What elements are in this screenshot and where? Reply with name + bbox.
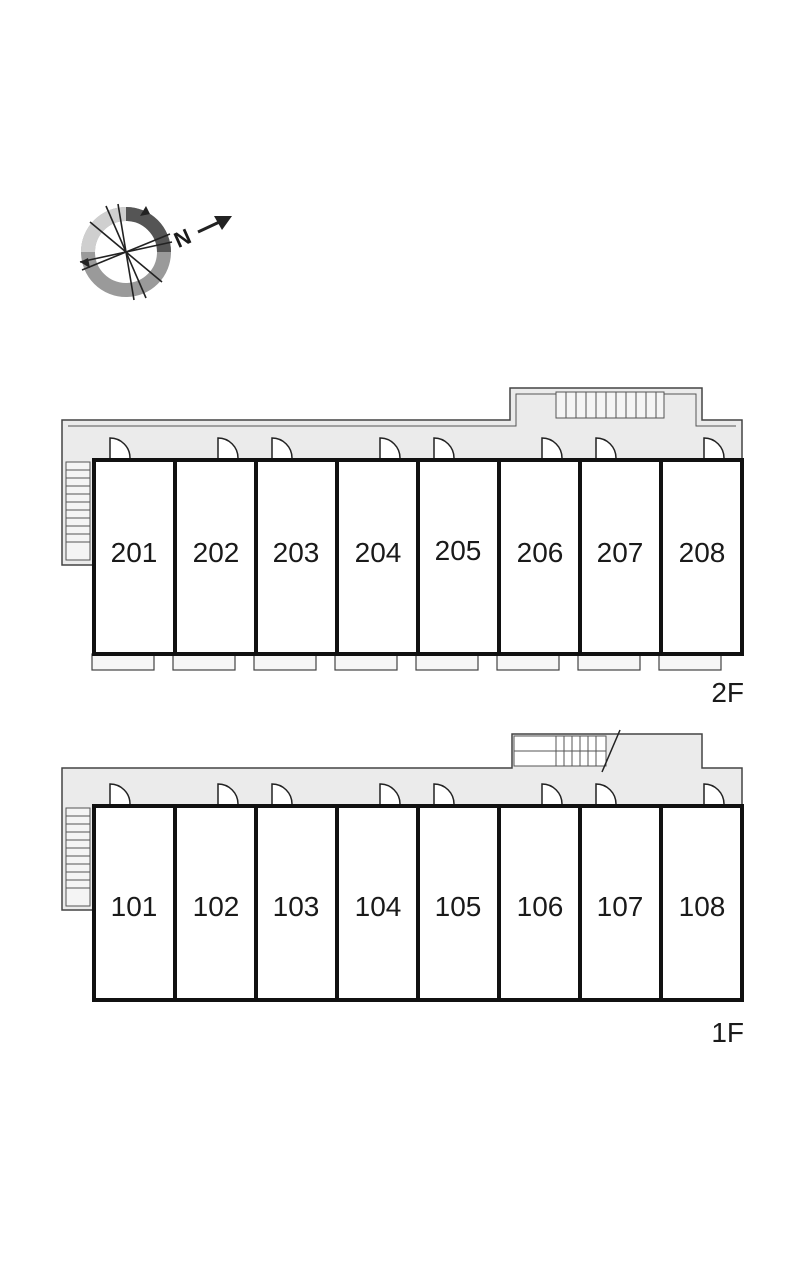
unit-204[interactable] — [335, 458, 420, 656]
unit-102[interactable] — [173, 804, 258, 1002]
unit-208[interactable] — [659, 458, 744, 656]
unit-label: 203 — [273, 537, 320, 568]
unit-label: 107 — [597, 891, 644, 922]
unit-label: 206 — [517, 537, 564, 568]
stair-left-2f — [65, 461, 91, 561]
floor-2f-plan: 201 202 203 204 205 206 207 208 2F — [61, 387, 744, 708]
unit-label: 103 — [273, 891, 320, 922]
unit-label: 207 — [597, 537, 644, 568]
north-arrow-icon: N — [170, 216, 232, 253]
door-swing-icons-2f — [109, 437, 725, 459]
balconies-2f — [91, 653, 722, 671]
unit-label: 201 — [111, 537, 158, 568]
unit-label: 205 — [435, 535, 482, 566]
unit-201[interactable] — [92, 458, 177, 656]
unit-label: 104 — [355, 891, 402, 922]
stair-top-2f — [555, 391, 665, 419]
corridor-1f — [61, 733, 743, 911]
unit-206[interactable] — [497, 458, 582, 656]
unit-101[interactable] — [92, 804, 177, 1002]
units-1f — [92, 804, 744, 1002]
unit-label: 108 — [679, 891, 726, 922]
unit-label: 202 — [193, 537, 240, 568]
north-label: N — [170, 223, 195, 252]
floor-label-1f: 1F — [711, 1017, 744, 1048]
unit-202[interactable] — [173, 458, 258, 656]
unit-label: 208 — [679, 537, 726, 568]
unit-label: 101 — [111, 891, 158, 922]
unit-label: 204 — [355, 537, 402, 568]
units-2f — [92, 458, 744, 656]
unit-105[interactable] — [416, 804, 501, 1002]
unit-205[interactable] — [416, 458, 501, 656]
unit-107[interactable] — [578, 804, 663, 1002]
door-swing-icons-1f — [109, 783, 725, 805]
corridor-2f — [61, 387, 743, 566]
unit-207[interactable] — [578, 458, 663, 656]
unit-203[interactable] — [254, 458, 339, 656]
unit-label: 106 — [517, 891, 564, 922]
compass-rose-icon — [79, 203, 173, 301]
unit-108[interactable] — [659, 804, 744, 1002]
unit-label: 102 — [193, 891, 240, 922]
floor-1f-plan: 101 102 103 104 105 106 107 108 1F — [61, 729, 744, 1048]
stair-top-1f — [513, 729, 621, 773]
floor-label-2f: 2F — [711, 677, 744, 708]
stair-left-1f — [65, 807, 91, 907]
unit-label: 105 — [435, 891, 482, 922]
